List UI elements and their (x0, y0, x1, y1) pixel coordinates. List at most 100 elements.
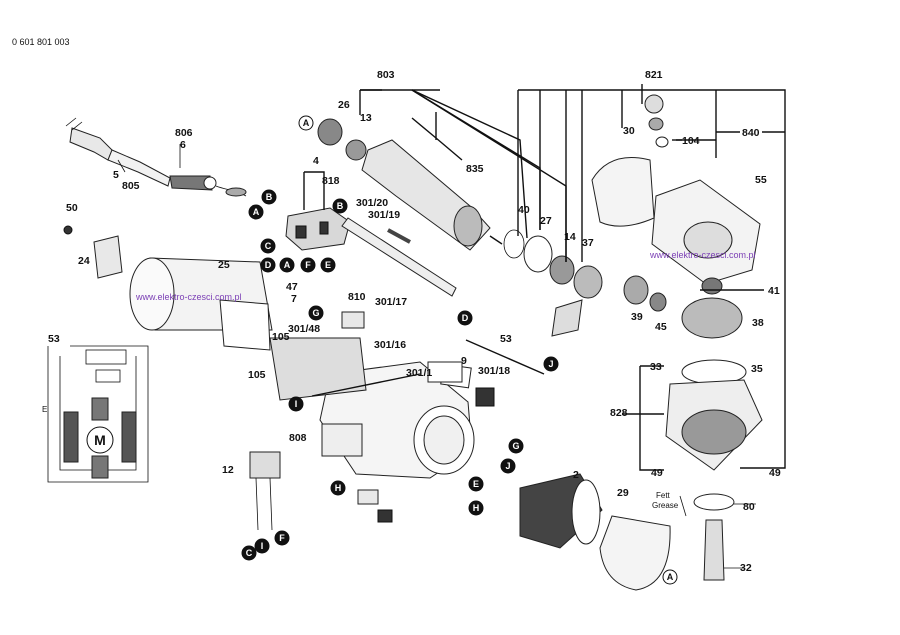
svg-text:I: I (295, 399, 298, 409)
part-label-301-1: 301/1 (406, 367, 432, 379)
part-45 (649, 292, 667, 312)
svg-text:G: G (512, 441, 519, 451)
part-label-9: 9 (461, 355, 467, 367)
watermark-right: www.elektro-czesci.com.pl (649, 250, 756, 260)
watermark-left: www.elektro-czesci.com.pl (135, 292, 242, 302)
part-label-301-48: 301/48 (288, 323, 320, 335)
part-label-49: 49 (769, 467, 781, 479)
svg-text:G: G (312, 308, 319, 318)
part-label-55: 55 (755, 174, 767, 186)
svg-text:A: A (284, 260, 291, 270)
bearing-26 (317, 118, 343, 146)
svg-text:A: A (303, 118, 310, 128)
part-label-835: 835 (466, 163, 484, 175)
part-label-26: 26 (338, 99, 350, 111)
armature-835 (345, 139, 503, 251)
power-plug-assembly (65, 117, 247, 197)
part-label-805: 805 (122, 180, 140, 192)
svg-text:A: A (667, 572, 674, 582)
part-label-4: 4 (313, 155, 319, 167)
part-label-25: 25 (218, 259, 230, 271)
part-label-24: 24 (78, 255, 90, 267)
svg-text:C: C (265, 241, 272, 251)
svg-text:E: E (473, 479, 479, 489)
part-label-45: 45 (655, 321, 667, 333)
label-808 (321, 423, 363, 457)
part-37 (573, 265, 603, 299)
part-label-32: 32 (740, 562, 752, 574)
part-label-301-19: 301/19 (368, 209, 400, 221)
svg-text:H: H (473, 503, 480, 513)
part-label-53: 53 (500, 333, 512, 345)
svg-text:C: C (246, 548, 253, 558)
wiring-schematic: M 53 E (42, 333, 149, 483)
part-label-14: 14 (564, 231, 576, 243)
part-label-301-16: 301/16 (374, 339, 406, 351)
part-301-18 (475, 387, 495, 407)
part-label-6: 6 (180, 139, 186, 151)
part-label-808: 808 (289, 432, 307, 444)
part-14 (549, 255, 575, 285)
part-label-50: 50 (66, 202, 78, 214)
svg-text:D: D (462, 313, 469, 323)
label-9 (427, 361, 463, 383)
part-label-818: 818 (322, 175, 340, 187)
part-label-37: 37 (582, 237, 594, 249)
part-label-27: 27 (540, 215, 552, 227)
svg-text:E: E (325, 260, 331, 270)
part-label-105: 105 (248, 369, 266, 381)
part-27 (523, 235, 553, 273)
svg-text:I: I (261, 541, 264, 551)
part-label-2: 2 (573, 469, 579, 481)
grease-note-line1: Fett (656, 491, 671, 500)
part-label-104: 104 (682, 135, 700, 147)
part-label-810: 810 (348, 291, 366, 303)
part-label-47: 47 (286, 281, 298, 293)
part-label-40: 40 (518, 204, 530, 216)
part-label-49: 49 (651, 467, 663, 479)
part-label-33: 33 (650, 361, 662, 373)
part-label-301-18: 301/18 (478, 365, 510, 377)
part-37-sleeve (551, 299, 583, 337)
guard-30 (591, 157, 655, 227)
bearing-41 (701, 277, 723, 295)
part-label-301-17: 301/17 (375, 296, 407, 308)
wheel-guard-29 (599, 515, 671, 591)
svg-text:B: B (337, 201, 344, 211)
svg-text:F: F (279, 533, 285, 543)
bracket-lines (303, 84, 786, 569)
part-label-30: 30 (623, 125, 635, 137)
motor-housing-25 (129, 257, 273, 351)
part-label-821: 821 (645, 69, 663, 81)
spindle-32 (703, 519, 725, 581)
grease-note-line2: Grease (652, 501, 679, 510)
svg-text:J: J (548, 359, 553, 369)
part-label-828: 828 (610, 407, 628, 419)
part-label-12: 12 (222, 464, 234, 476)
part-label-803: 803 (377, 69, 395, 81)
part-label-13: 13 (360, 112, 372, 124)
schematic-label: 53 (48, 333, 60, 345)
part-50-screw (63, 225, 73, 235)
svg-text:F: F (305, 260, 311, 270)
washer-80 (693, 493, 735, 511)
svg-text:B: B (266, 192, 273, 202)
part-label-840: 840 (742, 127, 760, 139)
part-810-upper (341, 311, 365, 329)
svg-text:H: H (335, 483, 342, 493)
part-label-35: 35 (751, 363, 763, 375)
part-40 (503, 229, 525, 259)
part-label-38: 38 (752, 317, 764, 329)
part-810-lower (377, 509, 393, 523)
pinion-39 (623, 275, 649, 305)
document-number: 0 601 801 003 (12, 37, 70, 47)
part-301-20 (341, 217, 457, 297)
schematic-side-label: E (42, 405, 47, 414)
part-301-16-lower (357, 489, 379, 505)
part-label-39: 39 (631, 311, 643, 323)
part-24 (93, 235, 123, 279)
part-label-41: 41 (768, 285, 780, 297)
